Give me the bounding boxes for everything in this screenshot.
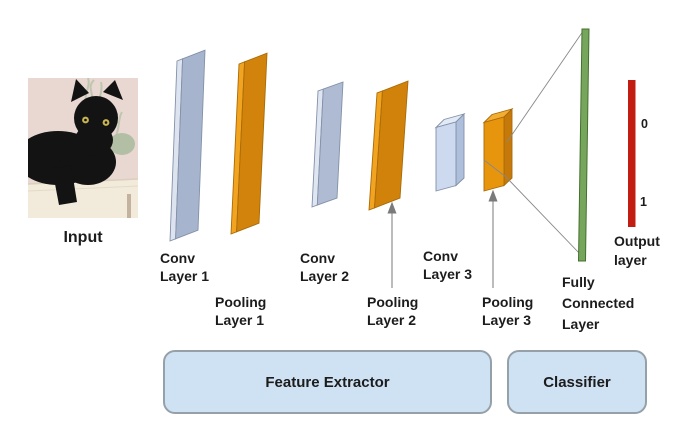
- output-class-0: 0: [641, 117, 648, 131]
- pooling-layer-2-label: Pooling Layer 2: [367, 293, 418, 329]
- shelf-gap-shadow: [127, 194, 131, 218]
- conv-layer-2-shape: [311, 81, 344, 208]
- label-line: Output: [614, 233, 660, 249]
- label-line: Layer 2: [300, 268, 350, 284]
- label-line: Layer 1: [215, 312, 265, 328]
- cat-silhouette: [28, 79, 123, 205]
- label-line: Connected: [562, 295, 635, 311]
- pooling-layer-3-arrow: [488, 189, 498, 288]
- label-line: Fully: [562, 274, 595, 290]
- label-line: Conv: [423, 248, 458, 264]
- fully-connected-label: Fully Connected Layer: [562, 272, 634, 335]
- label-line: Layer 1: [160, 268, 210, 284]
- label-line: Pooling: [215, 294, 267, 310]
- classifier-label: Classifier: [543, 373, 611, 391]
- pooling-layer-1-label: Pooling Layer 1: [215, 293, 266, 329]
- pooling-layer-3-label: Pooling Layer 3: [482, 293, 533, 329]
- label-line: Layer: [562, 316, 600, 332]
- input-image-cat: [28, 78, 138, 218]
- pooling-layer-2-shape: [368, 80, 409, 211]
- conv-layer-3-label: Conv Layer 3: [423, 247, 472, 283]
- conv-layer-1-shape: [169, 49, 206, 242]
- label-line: Pooling: [482, 294, 534, 310]
- label-line: layer: [614, 252, 647, 268]
- input-label: Input: [63, 229, 103, 246]
- fan-connector-lines: [483, 30, 584, 256]
- output-class-1: 1: [640, 195, 647, 209]
- label-line: Conv: [160, 250, 195, 266]
- pooling-layer-2-arrow: [387, 201, 397, 288]
- label-line: Layer 3: [482, 312, 532, 328]
- fully-connected-bar: [577, 28, 590, 262]
- classifier-box: Classifier: [507, 350, 647, 414]
- label-line: Layer 2: [367, 312, 417, 328]
- shelf: [28, 179, 138, 218]
- pooling-layer-1-shape: [230, 52, 268, 235]
- conv-layer-3-shape: [434, 112, 466, 192]
- label-line: Conv: [300, 250, 335, 266]
- shelf-edge-2: [28, 185, 138, 192]
- cat-eyes: [82, 116, 110, 126]
- conv-layer-1-label: Conv Layer 1: [160, 249, 209, 285]
- feature-extractor-box: Feature Extractor: [163, 350, 492, 414]
- output-layer-label: Output layer: [614, 232, 660, 270]
- plant-blob: [109, 133, 135, 155]
- feature-extractor-label: Feature Extractor: [265, 373, 390, 391]
- conv-layer-2-label: Conv Layer 2: [300, 249, 349, 285]
- pooling-layer-3-shape: [482, 107, 514, 192]
- output-layer-bar: [628, 80, 636, 227]
- label-line: Layer 3: [423, 266, 473, 282]
- label-line: Pooling: [367, 294, 419, 310]
